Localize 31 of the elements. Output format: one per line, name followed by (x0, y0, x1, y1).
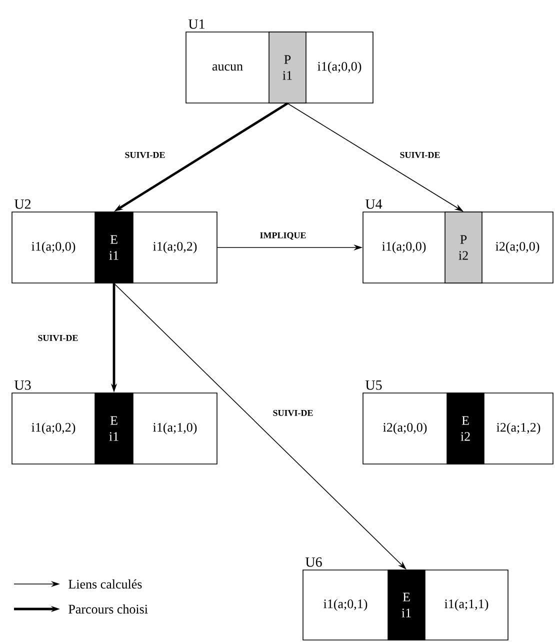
cell-value: aucun (212, 64, 243, 71)
cell-value: i1(a;0,0) (382, 242, 426, 254)
cell-value: i1(a;0,2) (153, 242, 197, 254)
unit-heading: U4 (366, 199, 382, 209)
unit-heading: U1 (188, 19, 204, 29)
cell-value: i2(a;0,0) (383, 422, 427, 434)
marker-cell: E i1 (388, 570, 426, 640)
edge-label: IMPLIQUE (258, 231, 308, 241)
edge-label: SUIVI-DE (36, 334, 80, 342)
unit-heading: U6 (306, 557, 322, 567)
unit-heading: U2 (14, 199, 31, 209)
cell-value: i1(a;0,0) (318, 62, 362, 74)
marker-cell: E i1 (94, 212, 134, 284)
marker-cell: E i1 (94, 392, 134, 464)
cell-value: i1(a;0,1) (324, 599, 368, 611)
marker-cell: P i1 (268, 32, 306, 104)
cell-value: i2(a;0,0) (496, 242, 540, 254)
edge-label: SUIVI-DE (272, 408, 314, 418)
legend-text: Parcours choisi (68, 604, 148, 614)
marker-cell: E i2 (446, 392, 484, 464)
edge-label: SUIVI-DE (124, 150, 166, 160)
cell-value: i2(a;1,2) (496, 422, 540, 434)
marker-cell: P i2 (444, 212, 482, 284)
edge-label: SUIVI-DE (398, 150, 442, 160)
cell-value: i1(a;0,0) (32, 242, 76, 254)
legend-text: Liens calculés (68, 579, 142, 589)
cell-value: i1(a;1,0) (153, 422, 197, 434)
cell-value: i1(a;0,2) (32, 422, 76, 434)
cell-value: i1(a;1,1) (444, 599, 488, 611)
unit-heading: U3 (14, 380, 31, 390)
unit-heading: U5 (366, 380, 382, 390)
